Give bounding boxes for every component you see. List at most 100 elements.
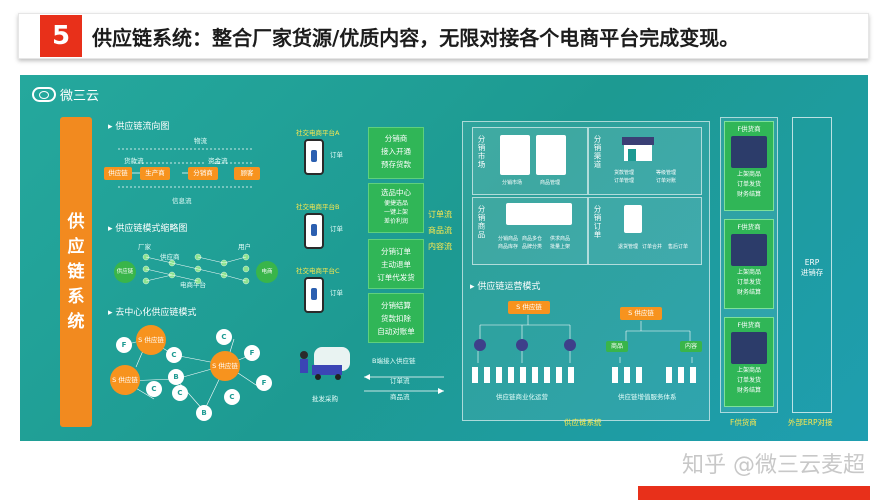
order-flow-label: 订单流 [390, 377, 410, 385]
mode-label-platform: 电商平台 [180, 281, 206, 289]
flow-node: 分销商 [188, 167, 218, 180]
decentral-hub-2: S 供应链 [110, 365, 140, 395]
footer-strip [638, 486, 870, 500]
product-image [500, 135, 530, 175]
decentral-node-f: F [244, 345, 260, 361]
goods-item: 供求商品 [550, 236, 571, 242]
channel-item: 货款管理 [614, 170, 635, 176]
channel-item: 订单对账 [656, 178, 677, 184]
bottom-label-system: 供应链系统 [564, 418, 602, 427]
decentral-node-c: C [146, 381, 162, 397]
product-image [536, 135, 566, 175]
goods-item: 商品多仓 [522, 236, 543, 242]
market-card-side: 分销渠道 [593, 135, 602, 169]
platform-label-c: 社交电商平台C [296, 267, 340, 275]
bulk-buy-label: 批发采购 [312, 395, 338, 403]
decentral-node-c: C [216, 329, 232, 345]
f-supplier-box: F供货商 上架商品订单发货财务结算 [724, 121, 774, 211]
phone-icon [304, 213, 324, 249]
order-label: 订单 [330, 151, 343, 159]
decentral-hub-1: S 供应链 [136, 325, 166, 355]
flow-chart-title: ▸ 供应链流向图 [108, 122, 170, 132]
ops-node-goods: 商品 [606, 341, 628, 352]
brand-logo: 微三云 [32, 85, 99, 104]
bar-char: 应 [67, 236, 85, 257]
ops-right-caption: 供应链增值服务体系 [618, 393, 677, 401]
market-card-side: 分销订单 [593, 205, 602, 239]
bar-char: 供 [67, 211, 85, 232]
decentral-node-c: C [224, 389, 240, 405]
f-supplier-box: F供货商 上架商品订单发货财务结算 [724, 219, 774, 309]
mode-left-node: 供应链 [114, 261, 136, 283]
platform-label-a: 社交电商平台A [296, 129, 340, 137]
goods-item: 分销商品 [498, 236, 519, 242]
decentral-node-f: F [256, 375, 272, 391]
brand-name: 微三云 [60, 89, 100, 104]
platform-label-b: 社交电商平台B [296, 203, 340, 211]
market-item: 分销市场 [502, 180, 523, 186]
goods-item: 商品库存 [498, 244, 519, 250]
goods-item: 批量上架 [550, 244, 571, 250]
flow-node: 供应链 [104, 167, 132, 180]
watermark: 知乎 @微三云麦超 [682, 453, 865, 478]
flow-node: 顾客 [234, 167, 260, 180]
bar-char: 链 [67, 261, 85, 282]
decentral-node-c: C [172, 385, 188, 401]
market-card [472, 127, 588, 195]
mode-label-user: 用户 [238, 243, 251, 251]
mode-chart-title: ▸ 供应链模式缩略图 [108, 224, 188, 234]
arrows-icon [364, 374, 444, 394]
mode-network-lines [142, 253, 250, 285]
cloud-icon [32, 87, 56, 102]
mode-label-factory: 厂家 [138, 243, 151, 251]
flow-node: 生产商 [140, 167, 170, 180]
decentral-node-f: F [116, 337, 132, 353]
flow-label-capital: 资金流 [208, 157, 228, 165]
flow-order: 订单流 [428, 210, 452, 219]
page-title: 供应链系统：整合厂家货源/优质内容，无限对接各个电商平台完成变现。 [92, 26, 740, 50]
shop-icon [622, 137, 654, 161]
ops-left-caption: 供应链商业化运营 [496, 393, 548, 401]
flow-label-logistics: 物流 [194, 137, 207, 145]
order-item: 退货管理 [618, 244, 639, 250]
phone-screen [624, 205, 642, 233]
market-card [588, 197, 702, 265]
market-card-side: 分销市场 [477, 135, 486, 169]
decentral-node-b: B [168, 369, 184, 385]
order-label: 订单 [330, 289, 343, 297]
ops-node-content: 内容 [680, 341, 702, 352]
mode-label-supplier: 供应商 [160, 253, 180, 261]
order-item: 售后订单 [668, 244, 689, 250]
phone-icon [304, 277, 324, 313]
distributor-box: 分销商接入开通预存货款 [368, 127, 424, 179]
mode-right-node: 电商 [256, 261, 278, 283]
order-label: 订单 [330, 225, 343, 233]
decentral-hub-3: S 供应链 [210, 351, 240, 381]
bottom-label-erp: 外部ERP对接 [788, 418, 833, 427]
b-access-label: B端接入供应链 [372, 357, 416, 365]
decentral-node-b: B [196, 405, 212, 421]
bar-char: 统 [67, 311, 85, 332]
market-card-side: 分销商品 [477, 205, 486, 239]
decentral-node-c: C [166, 347, 182, 363]
ops-left-head: S 供应链 [508, 301, 550, 314]
flow-label-payment: 货款流 [124, 157, 144, 165]
flow-goods: 商品流 [428, 226, 452, 235]
erp-box: ERP 进销存 [792, 117, 832, 413]
ops-right-head: S 供应链 [620, 307, 662, 320]
channel-item: 等级管理 [656, 170, 677, 176]
f-supplier-box: F供货商 上架商品订单发货财务结算 [724, 317, 774, 407]
supply-chain-bar: 供 应 链 系 统 [60, 117, 92, 427]
truck-icon [300, 347, 350, 380]
channel-item: 订单管理 [614, 178, 635, 184]
goods-flow-label: 商品流 [390, 393, 410, 401]
flow-label-info: 信息流 [172, 197, 192, 205]
section-number: 5 [40, 15, 82, 57]
diagram-panel: 微三云 供 应 链 系 统 ▸ 供应链流向图 物流 货款流 资金流 供应链 生产… [20, 75, 868, 441]
order-box: 分销订单主动退单订单代发货 [368, 239, 424, 289]
ops-tree-lines [472, 315, 696, 383]
order-item: 订单合并 [642, 244, 663, 250]
ops-title: ▸ 供应链运营模式 [470, 282, 541, 292]
selection-center-box: 选品中心 便捷选品 一键上架 差价利润 [368, 183, 424, 233]
decentral-title: ▸ 去中心化供应链模式 [108, 308, 197, 318]
